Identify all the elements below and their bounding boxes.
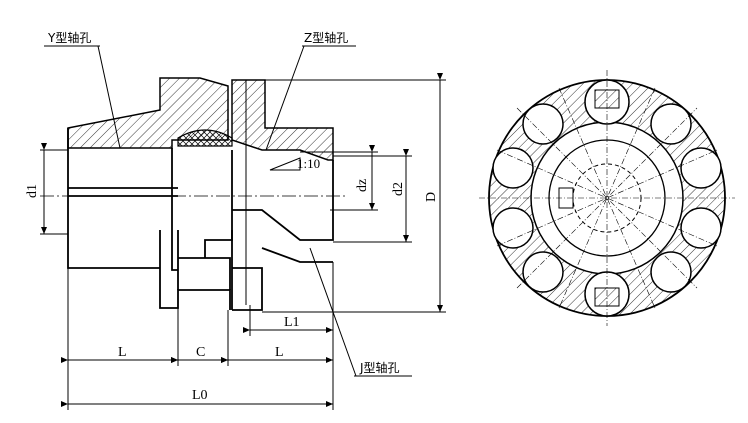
L-left-label: L [118,345,127,360]
d2-label: d2 [391,182,406,196]
L0-label: L0 [192,388,208,403]
L1-label: L1 [284,315,300,330]
callouts: Y型轴孔 Z型轴孔 J型轴孔 1:10 [44,30,412,377]
end-view [479,70,735,326]
dz-label: dz [355,179,370,192]
C-label: C [196,345,205,360]
jaw-lower [177,230,233,290]
taper-label: 1:10 [297,156,320,171]
dimensions: d1 dz d2 D L1 L C L L0 [25,73,446,410]
left-hub-outline [67,128,231,310]
right-hub-outline [231,150,334,311]
y-bore-label: Y型轴孔 [47,30,91,45]
spider-element [177,129,233,147]
taper-indicator [269,157,301,171]
side-section-view [40,77,345,311]
L-right-label: L [275,345,284,360]
j-bore-label: J型轴孔 [359,360,400,375]
D-label: D [424,192,439,202]
z-bore-label: Z型轴孔 [304,30,348,45]
right-hub-section [231,79,334,161]
d1-label: d1 [25,184,40,198]
radial-centerlines [479,70,735,326]
